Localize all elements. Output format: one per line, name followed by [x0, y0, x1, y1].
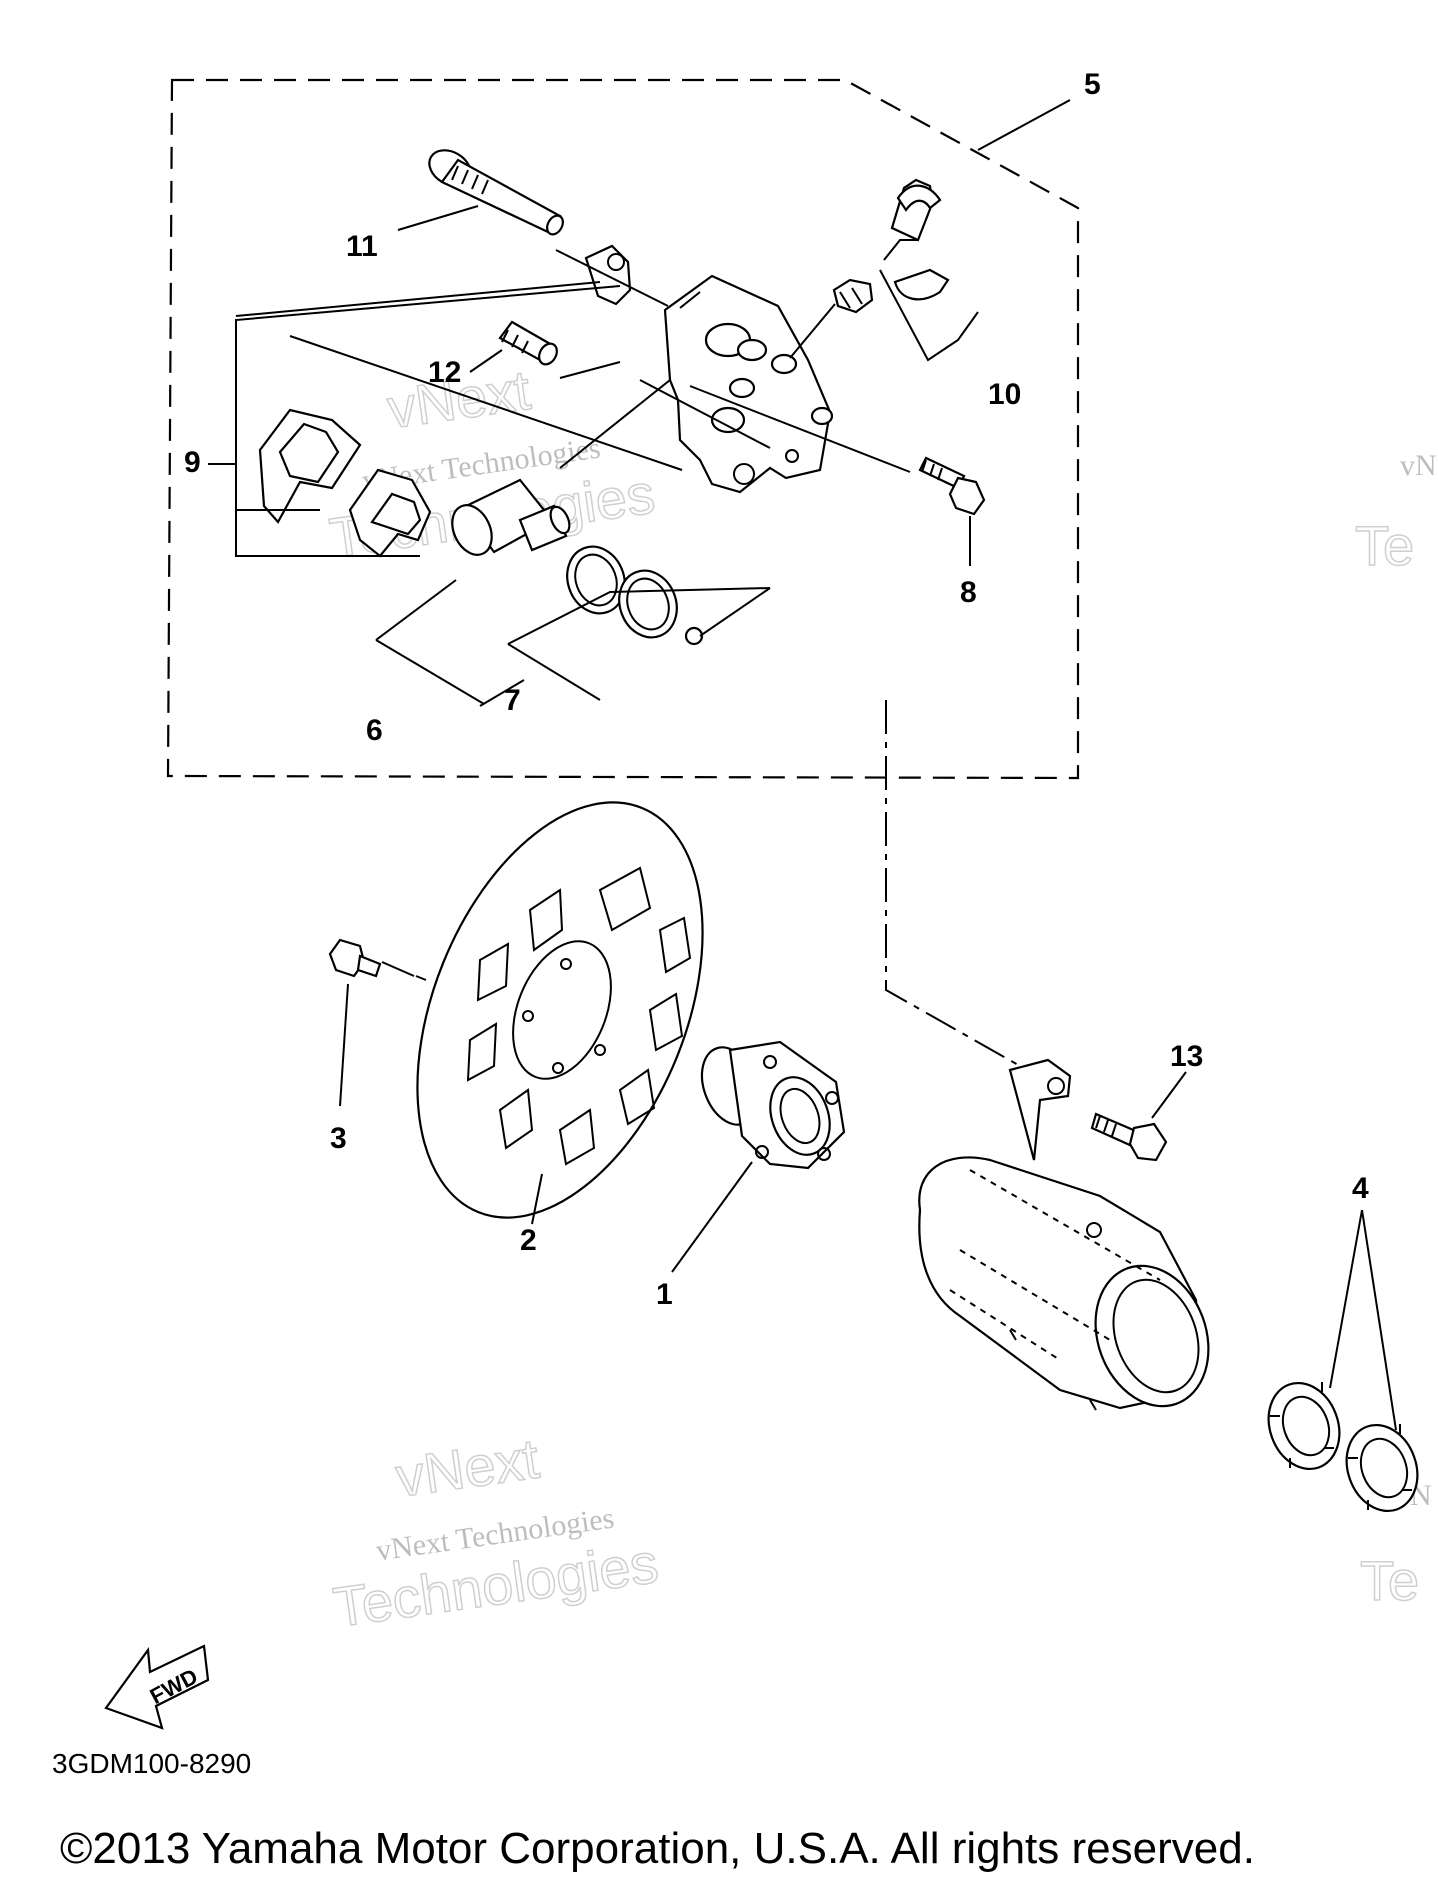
leader-7-c — [699, 587, 771, 637]
ref-line-bolt-8 — [689, 385, 911, 473]
piston-6 — [451, 478, 571, 556]
callout-7: 7 — [504, 684, 521, 717]
leader-11 — [397, 205, 479, 231]
ref-line-10 — [789, 303, 836, 359]
leader-12 — [469, 349, 503, 373]
hub-1 — [700, 1040, 846, 1170]
callout-12: 12 — [428, 356, 461, 389]
disc-bolt-3 — [328, 938, 415, 978]
copyright-notice: ©2013 Yamaha Motor Corporation, U.S.A. A… — [60, 1824, 1255, 1873]
watermark-outline-vnext: vNext — [392, 1427, 543, 1509]
bracket-9-top — [208, 285, 621, 465]
leader-6-a — [375, 579, 457, 641]
callout-1: 1 — [656, 1278, 673, 1311]
ref-line-9-top — [235, 281, 601, 317]
leader-1 — [671, 1161, 753, 1273]
brake-pads-9 — [258, 408, 432, 558]
leader-4-a — [1329, 1209, 1363, 1389]
callout-10: 10 — [988, 378, 1021, 411]
ref-line-pads — [289, 335, 683, 471]
leader-2 — [531, 1173, 543, 1225]
lock-nuts-4 — [1267, 1381, 1419, 1513]
ref-line-3 — [415, 975, 427, 981]
callout-5: 5 — [1084, 68, 1101, 101]
callout-6: 6 — [366, 714, 383, 747]
fwd-arrow: FWD — [104, 1644, 210, 1730]
seals-7 — [566, 545, 704, 646]
callout-3: 3 — [330, 1122, 347, 1155]
brake-disc-2 — [416, 801, 704, 1219]
leader-7-a — [507, 587, 771, 645]
ref-line-piston — [639, 379, 771, 449]
callout-11: 11 — [346, 230, 378, 263]
leader-5 — [977, 99, 1071, 151]
watermark-edge-te-upper: Te — [1355, 514, 1414, 577]
leader-7-b — [507, 643, 601, 701]
diagram-code: 3GDM100-8290 — [52, 1748, 252, 1779]
assembly-line — [885, 700, 1021, 1067]
ref-line-12 — [559, 361, 621, 379]
ref-line-11 — [555, 249, 669, 307]
leader-3 — [339, 983, 349, 1107]
callout-9: 9 — [184, 446, 201, 479]
pad-clip-10 — [832, 178, 950, 314]
leader-6-b — [375, 639, 485, 705]
watermark-edge-te-lower: Te — [1360, 1549, 1419, 1612]
bolt-8 — [918, 456, 986, 516]
caliper-body — [584, 244, 834, 494]
bolt-13 — [1090, 1112, 1168, 1162]
ref-line-seal — [559, 379, 671, 469]
leader-4-b — [1361, 1209, 1397, 1431]
callout-13: 13 — [1170, 1040, 1203, 1073]
watermark-lower: vNext vNext Technologies Technologies — [329, 1426, 663, 1640]
bleed-screw-12 — [498, 320, 558, 366]
caliper-assembly-boundary — [166, 78, 1080, 780]
leader-6-7-link — [479, 679, 525, 707]
bracket-9-bottom — [235, 464, 420, 557]
leader-13 — [1151, 1071, 1187, 1119]
callout-2: 2 — [520, 1224, 537, 1257]
axle-housing — [918, 1058, 1210, 1411]
callout-8: 8 — [960, 576, 977, 609]
callout-4: 4 — [1352, 1172, 1369, 1205]
leader-10 — [879, 269, 979, 362]
pin-bolt-11 — [428, 149, 564, 236]
watermark-edge-vn-upper: vN — [1400, 449, 1437, 482]
